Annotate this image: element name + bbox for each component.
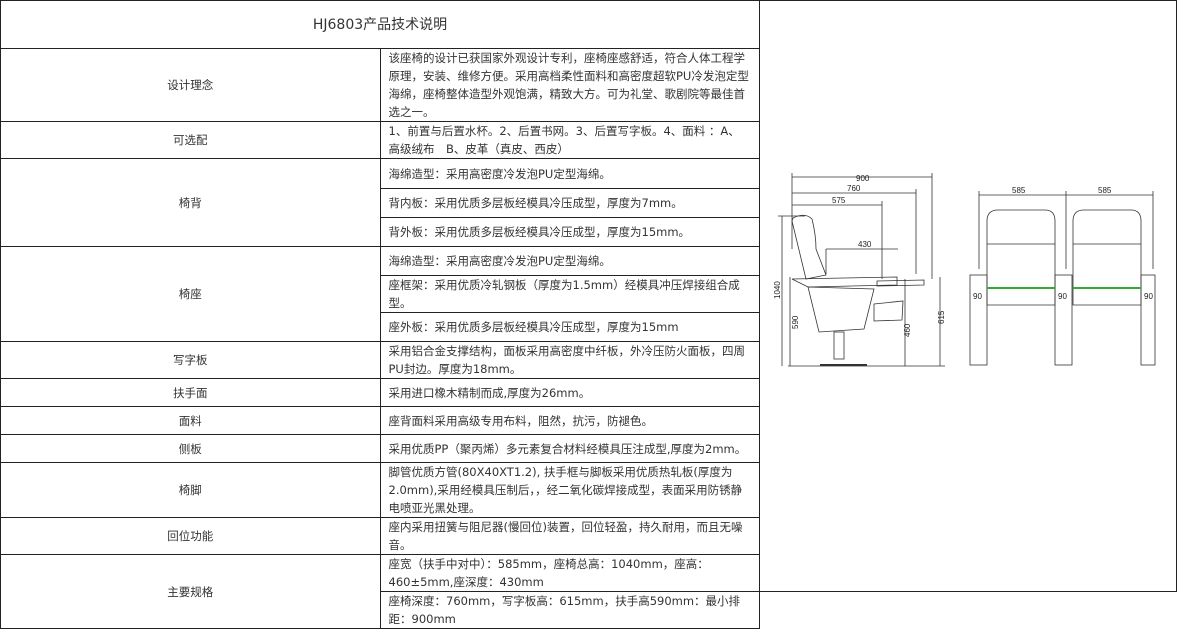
page-title: HJ6803产品技术说明 xyxy=(0,0,760,49)
row-label: 椅座 xyxy=(0,246,381,342)
dim-615: 615 xyxy=(937,310,946,324)
row-value: 采用铝合金支撑结构，面板采用高密度中纤板，外冷压防火面板，四周PU封边。厚度为1… xyxy=(379,341,760,379)
front-view: 90 90 90 585 585 xyxy=(969,186,1156,365)
row-value: 座宽（扶手中对中）：585mm，座椅总高：1040mm，座高：460±5mm,座… xyxy=(379,554,760,592)
row-label: 椅背 xyxy=(0,158,381,247)
dim-90-mid: 90 xyxy=(1058,292,1067,301)
row-value: 座框架：采用优质冷轧钢板（厚度为1.5mm）经模具冲压焊接组合成型。 xyxy=(379,275,760,313)
row-value: 背内板：采用优质多层板经模具冷压成型，厚度为7mm。 xyxy=(379,188,760,218)
row-label: 椅脚 xyxy=(0,462,381,518)
dim-90-left: 90 xyxy=(973,292,982,301)
row-value: 背外板：采用优质多层板经模具冷压成型，厚度为15mm。 xyxy=(379,217,760,247)
row-value: 海绵造型：采用高密度冷发泡PU定型海绵。 xyxy=(379,158,760,189)
row-value: 座椅深度：760mm，写字板高：615mm，扶手高590mm：最小排距：900m… xyxy=(379,591,760,629)
row-value: 座外板：采用优质多层板经模具冷压成型，厚度为15mm xyxy=(379,312,760,342)
row-label: 面料 xyxy=(0,406,381,435)
row-value: 脚管优质方管(80X40XT1.2), 扶手框与脚板采用优质热轧板(厚度为2.0… xyxy=(379,462,760,518)
row-value: 采用进口橡木精制而成,厚度为26mm。 xyxy=(379,378,760,407)
chair-technical-drawing: 900 760 575 430 1040 590 460 615 90 90 9… xyxy=(773,172,1156,366)
chair-drawing-cell: 900 760 575 430 1040 590 460 615 90 90 9… xyxy=(759,0,1177,592)
row-label: 侧板 xyxy=(0,434,381,463)
dim-90-right: 90 xyxy=(1144,292,1153,301)
row-value: 该座椅的设计已获国家外观设计专利，座椅座感舒适，符合人体工程学原理，安装、维修方… xyxy=(379,48,760,122)
row-label: 回位功能 xyxy=(0,517,381,555)
row-label: 写字板 xyxy=(0,341,381,379)
row-value: 座背面料采用高级专用布料，阻然，抗污，防褪色。 xyxy=(379,406,760,435)
dim-460: 460 xyxy=(903,323,912,337)
dim-585-right: 585 xyxy=(1098,186,1112,195)
dim-430: 430 xyxy=(858,240,872,249)
row-value: 1、前置与后置水杯。2、后置书网。3、后置写字板。4、面料 ：A、高级绒布 B、… xyxy=(379,121,760,159)
row-value: 采用优质PP（聚丙烯）多元素复合材料经模具压注成型,厚度为2mm。 xyxy=(379,434,760,463)
side-view: 900 760 575 430 1040 590 460 615 xyxy=(773,172,946,366)
row-value: 座内采用扭簧与阻尼器(慢回位)装置，回位轻盈，持久耐用，而且无噪音。 xyxy=(379,517,760,555)
dim-575: 575 xyxy=(832,196,846,205)
dim-585-left: 585 xyxy=(1012,186,1026,195)
row-label: 主要规格 xyxy=(0,554,381,629)
dim-590: 590 xyxy=(791,315,800,329)
row-value: 海绵造型：采用高密度冷发泡PU定型海绵。 xyxy=(379,246,760,276)
row-label: 扶手面 xyxy=(0,378,381,407)
row-label: 可选配 xyxy=(0,121,381,159)
dim-900: 900 xyxy=(856,174,870,183)
dim-1040: 1040 xyxy=(773,280,782,298)
dim-760: 760 xyxy=(847,184,861,193)
row-label: 设计理念 xyxy=(0,48,381,122)
